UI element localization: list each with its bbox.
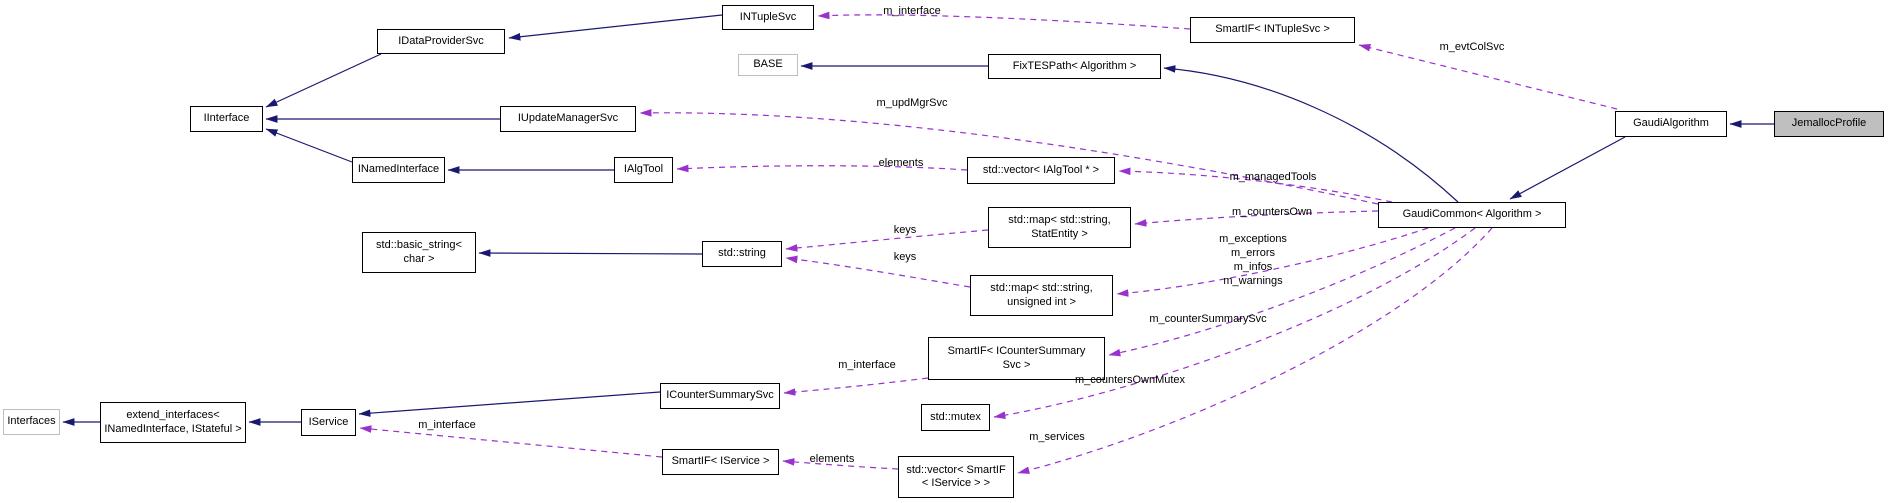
edge-inherit-inamedinterface-iinterface (265, 128, 353, 163)
edge-use-keys-statentity (785, 229, 989, 252)
node-interfaces: Interfaces (3, 409, 60, 435)
edge-label-m-interface-intuplesvc: m_interface (883, 5, 941, 17)
node-smartif-countersummary[interactable]: SmartIF< ICounterSummary Svc > (928, 337, 1105, 380)
edge-label-keys-unsigned: keys (893, 251, 917, 263)
node-base: BASE (738, 54, 798, 76)
node-smartif-iservice[interactable]: SmartIF< IService > (662, 449, 779, 475)
edge-inherit-gaudialgorithm-gaudicommon (1509, 136, 1626, 200)
node-iinterface[interactable]: IInterface (190, 106, 263, 132)
edge-label-m-interface-countersummary: m_interface (838, 359, 896, 371)
node-map-statentity[interactable]: std::map< std::string, StatEntity > (988, 207, 1131, 248)
edge-use-mevtcolsvc (1358, 44, 1618, 110)
edge-label-m-updmgrsvc: m_updMgrSvc (876, 97, 948, 109)
node-std-mutex[interactable]: std::mutex (921, 404, 990, 431)
edge-label-m-evtcolsvc: m_evtColSvc (1439, 41, 1505, 53)
edge-use-minterface-intuplesvc (817, 11, 1191, 30)
node-ialgtool[interactable]: IAlgTool (614, 157, 673, 183)
node-vector-smartif-iservice[interactable]: std::vector< SmartIF < IService > > (898, 456, 1014, 498)
node-smartif-intuplesvc[interactable]: SmartIF< INTupleSvc > (1190, 17, 1355, 43)
edge-inherit-icountersummarysvc-iservice (358, 391, 661, 417)
node-iservice[interactable]: IService (301, 409, 356, 436)
node-vector-ialgtool[interactable]: std::vector< IAlgTool * > (967, 157, 1115, 184)
node-idataprovidersvc[interactable]: IDataProviderSvc (377, 29, 505, 54)
edge-label-m-services: m_services (1029, 431, 1085, 443)
edge-label-m-countersown: m_countersOwn (1231, 206, 1313, 218)
node-jemallocprofile: JemallocProfile (1774, 111, 1884, 137)
edge-use-minterface-countersummary (783, 377, 929, 396)
edge-inherit-intuplesvc-idataprovidersvc (508, 14, 723, 41)
edge-use-keys-unsigned (785, 255, 971, 288)
node-gaudicommon[interactable]: GaudiCommon< Algorithm > (1378, 202, 1566, 228)
node-extend-interfaces[interactable]: extend_interfaces< INamedInterface, ISta… (100, 402, 246, 443)
edge-label-m-countersummarysvc: m_counterSummarySvc (1149, 313, 1267, 325)
node-inamedinterface[interactable]: INamedInterface (352, 157, 445, 183)
edge-label-m-managedtools: m_managedTools (1229, 171, 1317, 183)
edge-label-m-countersownmutex: m_countersOwnMutex (1074, 374, 1186, 386)
edge-inherit-stdstring-basicstring (478, 249, 703, 257)
edge-label-elements-ialgtool: elements (878, 157, 924, 169)
node-gaudialgorithm[interactable]: GaudiAlgorithm (1615, 111, 1727, 137)
edge-inherit-idataprovidersvc-iinterface (265, 53, 382, 108)
edge-label-keys-statentity: keys (893, 224, 917, 236)
node-icountersummarysvc[interactable]: ICounterSummarySvc (660, 383, 780, 409)
node-map-unsigned[interactable]: std::map< std::string, unsigned int > (970, 275, 1113, 316)
edge-use-minterface-iservice (359, 425, 663, 458)
node-intuplesvc[interactable]: INTupleSvc (722, 5, 814, 30)
edge-label-elements-iservice: elements (809, 453, 855, 465)
node-std-string[interactable]: std::string (702, 241, 782, 267)
node-basic-string[interactable]: std::basic_string< char > (362, 232, 476, 273)
node-iupdatemanagersvc[interactable]: IUpdateManagerSvc (500, 106, 636, 132)
node-fixtespath[interactable]: FixTESPath< Algorithm > (988, 54, 1161, 79)
edge-label-counters-block: m_exceptions m_errors m_infos m_warnings (1219, 233, 1287, 288)
edge-label-m-interface-iservice: m_interface (418, 419, 476, 431)
